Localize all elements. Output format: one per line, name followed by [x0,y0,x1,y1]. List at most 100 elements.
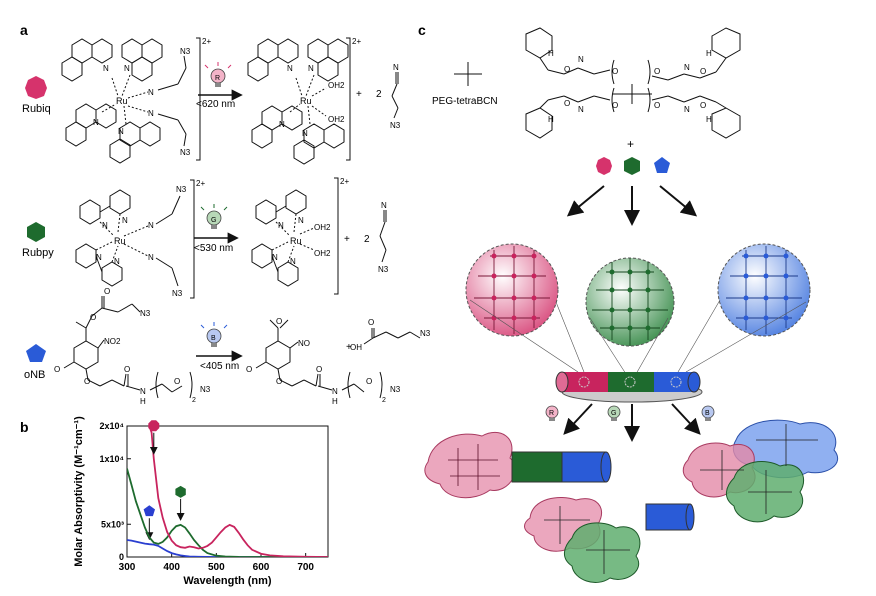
panel-b-label: b [20,419,29,435]
bcn-n-4: N [684,105,690,114]
green-network-sphere [585,257,675,347]
rubiq-reactant-structure [61,38,187,164]
panel-c-pentagon-icon [654,157,670,173]
remaining-blue-block-bottom [645,503,691,531]
rubpy-reactant-nitrile-n2: N [148,253,154,262]
bulb-c-r-letter: R [549,410,554,417]
rubpy-product-aqua1: OH2 [314,223,331,232]
bcn-h-4: H [706,115,712,124]
rubpy-reactant-metal: Ru [114,236,126,246]
bulb-b-icon [200,322,228,347]
series-hexagon-icon [175,485,186,498]
rubiq-reactant-nitrile-n1: N [148,88,154,97]
panel-c-hexagon-icon [624,157,640,175]
bcn-h-2: H [548,115,554,124]
bulb-c-g-icon [607,405,621,421]
bulb-r-icon [204,62,232,87]
rubpy-reactant-bracket [190,179,195,299]
y-axis-label: Molar Absorptivity (M⁻¹cm⁻¹) [73,416,85,567]
rubiq-reactant-charge: 2+ [202,37,211,46]
arrow-r-down [563,403,593,435]
tricolor-disc [555,371,703,403]
panel-c-octagon-icon [596,157,612,175]
rubpy-label: Rubpy [22,247,54,259]
rubpy-product-bracket [334,177,339,295]
rubiq-reactant-n3: N [93,118,99,127]
onb-plus: + [346,342,352,353]
rubiq-reactant-azide2: N3 [180,148,191,157]
degraded-pink-blob-left-network [448,444,500,490]
onb-product-nh-n: N [332,387,338,396]
x-tick-label: 700 [297,562,314,573]
rubpy-reactant-n3: N [96,253,102,262]
degraded-pink-blob-left [424,431,516,499]
rubpy-reactant-n2: N [122,216,128,225]
rubpy-reactant-charge: 2+ [196,179,205,188]
rubpy-reactant-n4: N [114,257,120,266]
bcn-h-3: H [706,49,712,58]
onb-reactant-nh-n: N [140,387,146,396]
onb-product-ome: O [246,365,252,374]
rubiq-reactant-nitrile-n2: N [148,109,154,118]
degraded-green-blob-bottom [564,522,641,583]
reaction-onb: oNB O O N [24,287,431,406]
rubiq-product-n3: N [279,120,285,129]
bcn-o-8: O [700,101,706,110]
bcn-o-7: O [654,101,660,110]
y-tick-label: 2x10⁴ [100,421,124,431]
onb-byproduct-structure [363,328,421,345]
rubpy-reactant-n1: N [102,221,108,230]
rubiq-product-n1: N [287,64,293,73]
onb-product-end-n3: N3 [390,385,401,394]
remaining-green-block [511,451,563,483]
rubiq-product-aqua1: OH2 [328,81,345,90]
rubiq-reactant-azide1: N3 [180,47,191,56]
bcn-o-3: O [654,67,660,76]
linker-label: PEG-tetraBCN [432,96,498,107]
rubpy-coefficient: 2 [364,234,370,245]
onb-product-no: NO [298,339,310,348]
onb-byproduct-o: O [368,318,374,327]
bcn-o-6: O [612,101,618,110]
onb-reactant-no2: NO2 [104,337,121,346]
series-line-pentagon [127,539,328,557]
rubiq-product-charge: 2+ [352,37,361,46]
series-pentagon-icon [143,505,155,517]
rubpy-product-metal: Ru [290,236,302,246]
rubpy-free-nitrile [379,210,387,263]
rubpy-product-n2: N [298,216,304,225]
series-line-hexagon [127,468,328,557]
degraded-right-network [700,424,818,514]
rubpy-product-n4: N [290,257,296,266]
x-tick-label: 500 [208,562,225,573]
onb-label: oNB [24,369,45,381]
onb-reactant-n3: N3 [140,309,151,318]
bulb-r-letter: R [215,75,220,82]
rubiq-reactant-n4: N [118,127,124,136]
rubpy-condition: <530 nm [194,243,233,254]
rubiq-product-n2: N [308,64,314,73]
arrow-to-blue [659,185,698,217]
bcn-o-4: O [700,67,706,76]
onb-marker-pentagon [26,344,46,362]
bcn-o-5: O [564,99,570,108]
rubiq-reactant-n2: N [124,64,130,73]
rubiq-coefficient: 2 [376,89,382,100]
bulb-c-r-icon [545,405,559,421]
onb-product-sub2: 2 [382,397,386,404]
rubiq-product-aqua2: OH2 [328,115,345,124]
rubiq-marker-octagon [25,76,47,99]
degraded-bottom-network [544,506,630,574]
rubpy-product-aqua2: OH2 [314,249,331,258]
onb-byproduct-oh: OH [350,343,362,352]
onb-condition: <405 nm [200,361,239,372]
bulb-g-icon [200,204,228,229]
onb-byproduct-n3: N3 [420,329,431,338]
y-tick-label: 0 [119,552,124,562]
remaining-blue-block-end [600,451,612,483]
bcn-n-1: N [578,55,584,64]
bcn-h-1: H [548,49,554,58]
rubiq-reactant-bracket [196,37,201,161]
rubiq-product-structure [247,38,349,165]
